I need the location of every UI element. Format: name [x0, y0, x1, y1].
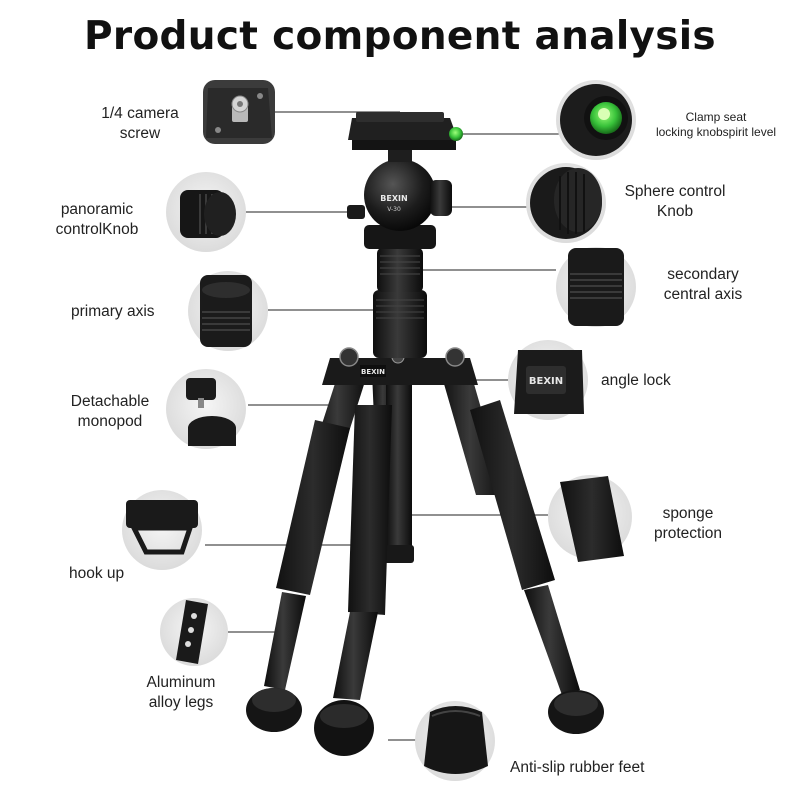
ball-head-model: V-30 [387, 206, 401, 213]
label-sponge: sponge protection [653, 505, 723, 542]
label-spirit-level: Clamp seat locking knobspirit level [655, 110, 777, 139]
monopod-detail [166, 369, 246, 449]
label-angle-lock: angle lock [601, 372, 671, 389]
label-camera-screw: 1/4 camera screw [101, 105, 179, 142]
leg-hub-brand: BEXIN [361, 368, 385, 376]
angle-lock-brand: BEXIN [529, 376, 563, 387]
page-title: Product component analysis [84, 14, 716, 59]
spirit-level-detail [556, 80, 636, 160]
camera-screw-detail [203, 80, 275, 144]
label-panoramic-knob: panoramic controlKnob [55, 201, 139, 238]
label-monopod: Detachable monopod [70, 393, 150, 430]
sphere-knob-detail [526, 163, 606, 243]
angle-lock-detail: BEXIN [508, 340, 588, 420]
panoramic-knob-detail [166, 172, 246, 252]
label-primary-axis: primary axis [71, 303, 155, 320]
feet-detail [415, 701, 495, 781]
label-central-axis: secondary central axis [663, 266, 743, 303]
tripod-body: BEXIN BEXIN V-30 [246, 112, 604, 756]
legs-detail [160, 598, 228, 666]
central-axis-detail [556, 247, 636, 327]
hook-detail [122, 490, 202, 570]
primary-axis-detail [188, 271, 268, 351]
label-legs: Aluminum alloy legs [146, 674, 216, 711]
sponge-detail [548, 475, 632, 562]
label-sphere-knob: Sphere control Knob [624, 183, 726, 220]
ball-head-brand: BEXIN [380, 194, 407, 203]
label-feet: Anti-slip rubber feet [510, 759, 645, 776]
label-hook: hook up [69, 565, 125, 582]
